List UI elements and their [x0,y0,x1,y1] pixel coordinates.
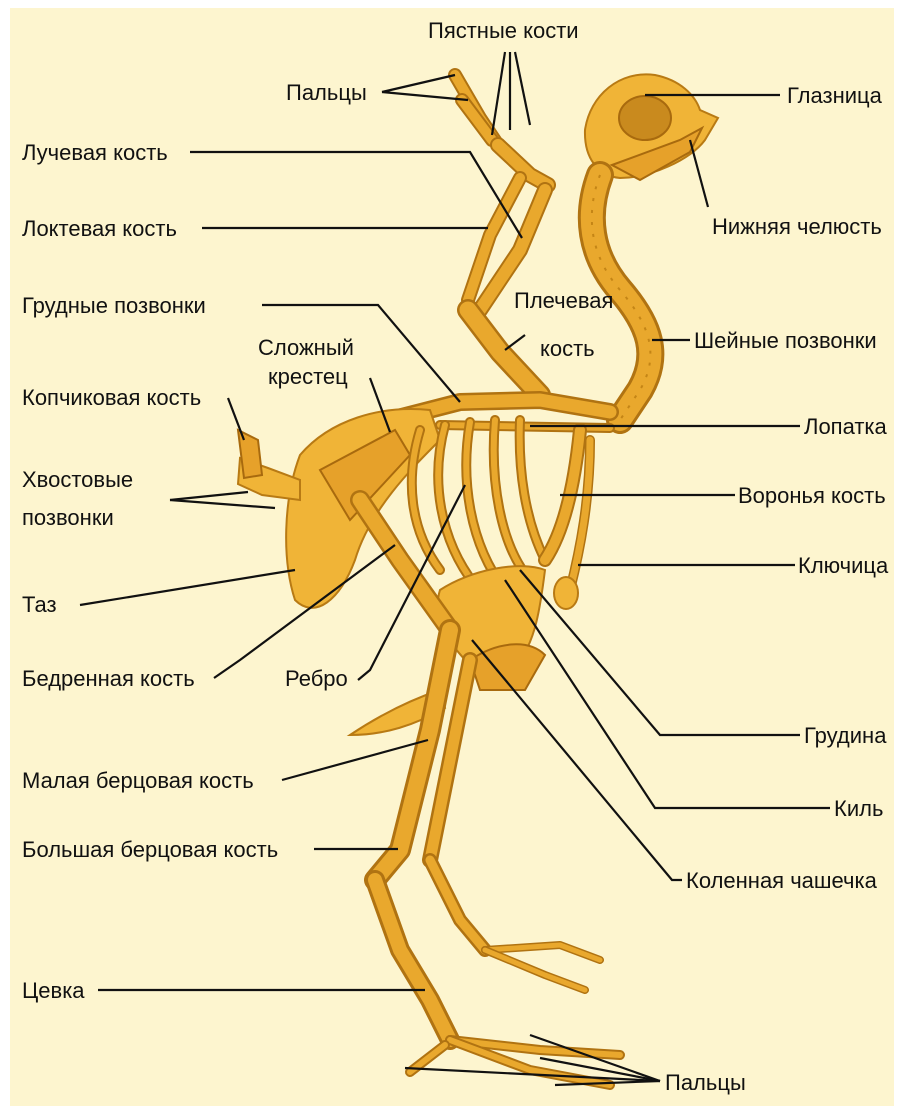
label-tibia: Большая берцовая кость [22,837,278,862]
label-femur: Бедренная кость [22,666,195,691]
label-radius: Лучевая кость [22,140,168,165]
label-tarsometatarsus: Цевка [22,978,85,1003]
label-orbit: Глазница [787,83,883,108]
label-thoracic-vertebrae: Грудные позвонки [22,293,206,318]
label-humerus-1: Плечевая [514,288,613,313]
label-wing-fingers: Пальцы [286,80,367,105]
label-foot-toes: Пальцы [665,1070,746,1095]
label-metacarpal-bones: Пястные кости [428,18,579,43]
label-coccyx-bone: Копчиковая кость [22,385,201,410]
label-scapula: Лопатка [804,414,888,439]
label-synsacrum-2: крестец [268,364,348,389]
label-pelvis: Таз [22,592,57,617]
label-fibula: Малая берцовая кость [22,768,254,793]
label-clavicle: Ключица [798,553,889,578]
label-kneecap: Коленная чашечка [686,868,878,893]
label-keel: Киль [834,796,883,821]
label-lower-jaw: Нижняя челюсть [712,214,882,239]
label-cervical-vertebrae: Шейные позвонки [694,328,877,353]
label-humerus-2: кость [540,336,595,361]
label-synsacrum-1: Сложный [258,335,354,360]
label-coracoid: Воронья кость [738,483,886,508]
label-sternum: Грудина [804,723,887,748]
label-tail-vertebrae-2: позвонки [22,505,114,530]
label-tail-vertebrae-1: Хвостовые [22,467,133,492]
label-rib: Ребро [285,666,348,691]
label-ulna: Локтевая кость [22,216,177,241]
